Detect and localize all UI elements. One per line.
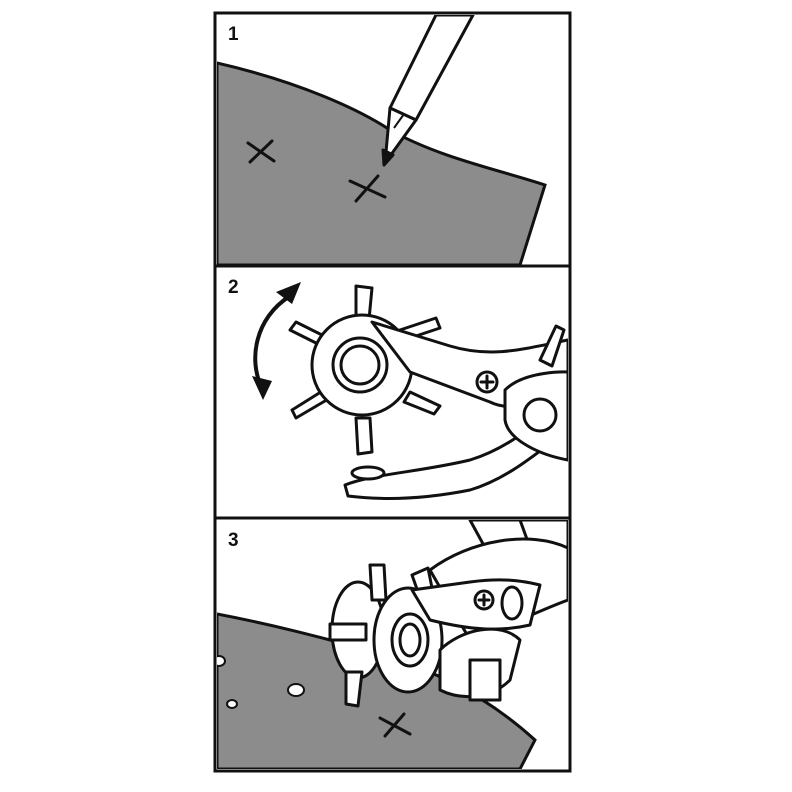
- panel-1: 1: [217, 15, 547, 265]
- punched-hole: [287, 683, 305, 697]
- panel-3: 3: [217, 520, 568, 769]
- step-number: 1: [228, 24, 239, 45]
- step-number: 3: [228, 530, 239, 551]
- step-number: 2: [228, 277, 239, 298]
- rotate-arrow-icon: [252, 282, 301, 400]
- cross-mark: [246, 139, 276, 164]
- hole-punch-pliers: [288, 284, 568, 500]
- punched-hole: [226, 699, 238, 709]
- hole-punch-pliers: [328, 520, 568, 708]
- punched-hole: [217, 655, 226, 667]
- cross-mark: [378, 712, 412, 738]
- pencil-icon: [381, 15, 475, 167]
- cross-mark: [348, 174, 387, 203]
- panel-2: 2: [228, 277, 568, 500]
